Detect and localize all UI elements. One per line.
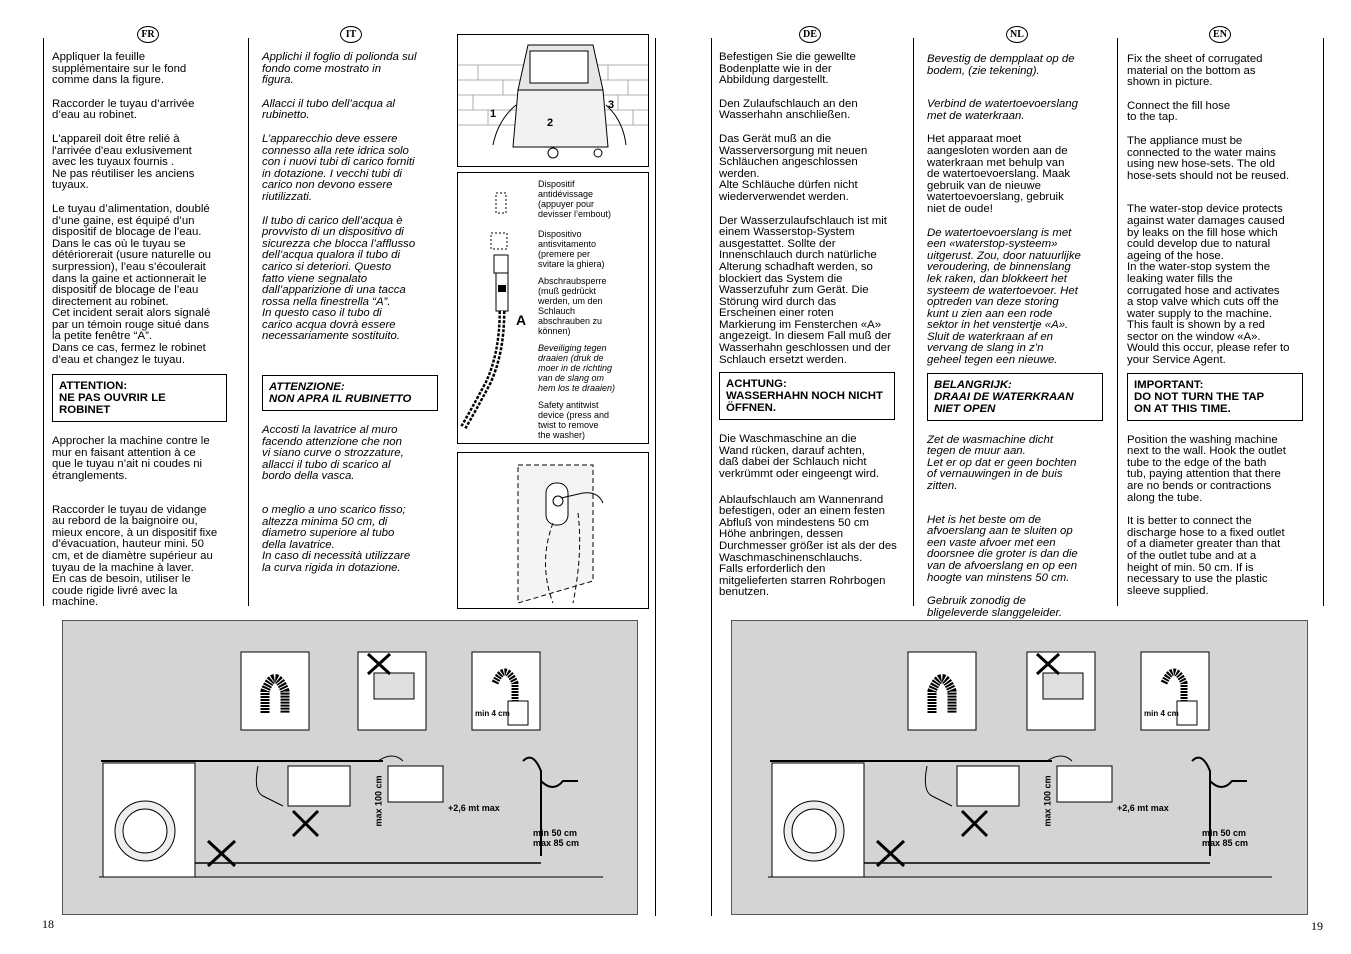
rule bbox=[43, 38, 45, 606]
drain-diagram-svg bbox=[99, 651, 603, 878]
language-badge-de: DE bbox=[799, 26, 821, 43]
label-plus-2-6mt: +2,6 mt max bbox=[448, 803, 500, 813]
tap-illustration bbox=[517, 464, 604, 604]
column-fr: Appliquer la feuille supplémentaire sur … bbox=[52, 51, 244, 621]
figure-tap bbox=[457, 452, 649, 609]
machine-back-illustration bbox=[458, 44, 648, 159]
fr-paragraph-6: Raccorder le tuyau de vidange au rebord … bbox=[52, 503, 218, 609]
page-number-left: 18 bbox=[42, 917, 54, 931]
hose-label-nl: Beveiliging tegen draaien (druk de moer … bbox=[538, 343, 616, 393]
nl-paragraph-5: Zet de wasmachine dicht tegen de muur aa… bbox=[927, 433, 1077, 493]
en-paragraph-5: Position the washing machine next to the… bbox=[1127, 433, 1286, 504]
column-nl: Bevestig de dempplaat op de bodem, (zie … bbox=[927, 53, 1117, 631]
nl-paragraph-4: De watertoevoerslang is met een «waterst… bbox=[927, 226, 1081, 367]
it-paragraph-2: Allacci il tubo dell’acqua al rubinetto. bbox=[262, 97, 395, 122]
figure-fill-hose: A Dispositif antidévissage (appuyer pour… bbox=[457, 172, 649, 444]
label-max-85cm: max 85 cm bbox=[533, 838, 580, 848]
drain-diagram-right: min 4 cm max 100 cm +2,6 mt max min 50 c… bbox=[731, 620, 1308, 915]
page-gutter-left bbox=[655, 38, 657, 916]
label-min-4cm: min 4 cm bbox=[475, 709, 510, 718]
en-paragraph-2: Connect the fill hose to the tap. bbox=[1127, 99, 1231, 124]
page-number-right: 19 bbox=[1311, 919, 1323, 933]
it-paragraph-1: Applichi il foglio di polionda sul fondo… bbox=[262, 51, 417, 87]
nl-paragraph-3: Het apparaat moet aangesloten worden aan… bbox=[927, 133, 1071, 215]
hose-label-fr: Dispositif antidévissage (appuyer pour d… bbox=[538, 179, 612, 219]
en-paragraph-4: The water-stop device protects against w… bbox=[1127, 203, 1290, 367]
label-plus-2-6mt: +2,6 mt max bbox=[1117, 803, 1169, 813]
label-max-100cm: max 100 cm bbox=[1042, 775, 1053, 827]
hose-label-it: Dispositivo antisvitamento (premere per … bbox=[538, 229, 605, 269]
fr-paragraph-5: Approcher la machine contre le mur en fa… bbox=[52, 435, 210, 483]
fr-paragraph-4: Le tuyau d’alimentation, doublé d’une ga… bbox=[52, 202, 211, 366]
column-en: Fix the sheet of corrugated material on … bbox=[1127, 53, 1319, 609]
nl-paragraph-7: Gebruik zonodig de bligeleverde slanggel… bbox=[927, 595, 1063, 619]
window-a-label: A bbox=[516, 312, 527, 328]
language-badge-en: EN bbox=[1209, 26, 1231, 43]
label-max-85cm: max 85 cm bbox=[1202, 838, 1249, 848]
it-paragraph-5: Accosti la lavatrice al muro facendo att… bbox=[262, 424, 404, 483]
language-badge-it: IT bbox=[340, 26, 362, 43]
hose-label-de: Abschraubsperre (muß gedrückt werden, um… bbox=[538, 276, 607, 336]
nl-paragraph-2: Verbind de watertoevoerslang met de wate… bbox=[927, 98, 1078, 122]
fr-paragraph-2: Raccorder le tuyau d’arrivée d’eau au ro… bbox=[52, 97, 195, 122]
it-paragraph-4: Il tubo di carico dell’acqua è provvisto… bbox=[262, 214, 416, 343]
figure-corrugated-sheet: 1 2 3 bbox=[457, 34, 649, 167]
fr-paragraph-1: Appliquer la feuille supplémentaire sur … bbox=[52, 51, 187, 87]
rule bbox=[913, 38, 915, 606]
de-paragraph-4: Der Wasserzulaufschlauch ist mit einem W… bbox=[719, 214, 892, 366]
de-paragraph-5: Die Waschmaschine an die Wand rücken, da… bbox=[719, 433, 880, 481]
de-paragraph-1: Befestigen Sie die gewellte Bodenplatte … bbox=[719, 51, 856, 87]
it-warning-box: ATTENZIONE: NON APRA IL RUBINETTO bbox=[262, 375, 438, 412]
figure-step-1: 1 bbox=[490, 108, 497, 120]
label-max-100cm: max 100 cm bbox=[373, 775, 384, 827]
hose-label-en: Safety antitwist device (press and twist… bbox=[538, 400, 610, 440]
figure-step-2: 2 bbox=[547, 117, 554, 129]
nl-paragraph-6: Het is het beste om de afvoerslang aan t… bbox=[927, 513, 1078, 584]
rule bbox=[1323, 38, 1325, 606]
nl-warning-box: BELANGRIJK: DRAAI DE WATERKRAAN NIET OPE… bbox=[927, 372, 1103, 421]
fr-warning-box: ATTENTION: NE PAS OUVRIR LE ROBINET bbox=[52, 374, 227, 423]
window-a bbox=[498, 285, 506, 292]
de-warning-box: ACHTUNG: WASSERHAHN NOCH NICHT ÖFFNEN. bbox=[719, 372, 895, 421]
label-min-4cm: min 4 cm bbox=[1144, 709, 1179, 718]
label-min-50cm: min 50 cm bbox=[533, 828, 578, 838]
fill-hose-illustration bbox=[459, 192, 509, 430]
drain-diagram-left: min 4 cm max 100 cm +2,6 mt max min 50 c… bbox=[62, 620, 638, 915]
de-paragraph-2: Den Zulaufschlauch an den Wasserhahn ans… bbox=[719, 97, 858, 122]
en-paragraph-3: The appliance must be connected to the w… bbox=[1127, 134, 1290, 182]
nl-paragraph-1: Bevestig de dempplaat op de bodem, (zie … bbox=[927, 53, 1075, 77]
de-paragraph-3: Das Gerät muß an die Wasserversorgung mi… bbox=[719, 132, 868, 203]
column-de: Befestigen Sie die gewellte Bodenplatte … bbox=[719, 51, 913, 611]
language-badge-fr: FR bbox=[137, 26, 159, 43]
rule bbox=[1117, 38, 1119, 606]
en-paragraph-6: It is better to connect the discharge ho… bbox=[1127, 515, 1285, 597]
de-paragraph-6: Ablaufschlauch am Wannenrand befestigen,… bbox=[719, 493, 897, 599]
label-min-50cm: min 50 cm bbox=[1202, 828, 1247, 838]
page-gutter-right bbox=[711, 38, 713, 916]
it-paragraph-6: o meglio a uno scarico fisso; altezza mi… bbox=[262, 504, 411, 574]
rule bbox=[248, 38, 250, 606]
fr-paragraph-3: L'appareil doit être relié à l'arrivée d… bbox=[52, 132, 195, 192]
column-it: Applichi il foglio di polionda sul fondo… bbox=[262, 51, 446, 587]
language-badge-nl: NL bbox=[1006, 26, 1028, 43]
figure-step-3: 3 bbox=[608, 99, 615, 111]
it-paragraph-3: L’apparecchio deve essere connesso alla … bbox=[262, 132, 415, 203]
en-paragraph-1: Fix the sheet of corrugated material on … bbox=[1127, 53, 1263, 89]
drain-diagram-svg bbox=[768, 651, 1272, 878]
en-warning-box: IMPORTANT: DO NOT TURN THE TAP ON AT THI… bbox=[1127, 372, 1303, 421]
